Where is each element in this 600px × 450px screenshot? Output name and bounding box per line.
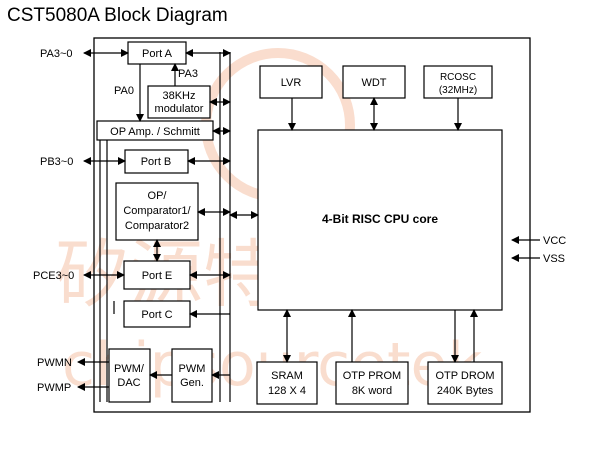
modulator-block [147, 85, 211, 119]
signal-pa0-label: PA0 [114, 85, 134, 97]
port-c-block [123, 300, 191, 328]
otp-drom-label-2: 240K Bytes [437, 385, 494, 397]
port-c-label: Port C [141, 309, 172, 321]
sram-block [256, 361, 318, 405]
pin-pb-label: PB3~0 [40, 156, 73, 168]
diagram-title: CST5080A Block Diagram [7, 5, 228, 26]
cpu-core-block [257, 129, 503, 311]
sram-label-1: SRAM [271, 370, 303, 382]
pwm-dac-block [108, 348, 151, 403]
lvr-block [259, 65, 323, 99]
pin-vcc-label: VCC [543, 235, 566, 247]
rcosc-label-2: (32MHz) [439, 85, 477, 96]
port-e-block [123, 260, 191, 290]
modulator-label-2: modulator [155, 103, 204, 115]
lvr-label: LVR [281, 77, 302, 89]
otp-drom-label-1: OTP DROM [435, 370, 494, 382]
modulator-label-1: 38KHz [162, 90, 195, 102]
port-e-label: Port E [142, 270, 173, 282]
pwm-dac-label-2: DAC [117, 377, 140, 389]
comparator-label-3: Comparator2 [125, 220, 189, 232]
rcosc-block [423, 65, 493, 99]
opamp-label: OP Amp. / Schmitt [110, 126, 200, 138]
wdt-label: WDT [361, 77, 386, 89]
pwm-gen-label-1: PWM [179, 363, 206, 375]
cpu-core-label: 4-Bit RISC CPU core [322, 212, 438, 226]
pin-pwmp-label: PWMP [37, 382, 71, 394]
chip-boundary [93, 37, 531, 413]
pwm-gen-block [171, 348, 213, 403]
pin-pwmn-label: PWMN [37, 357, 72, 369]
signal-pa3-label: PA3 [178, 68, 198, 80]
pwm-gen-label-2: Gen. [180, 377, 204, 389]
port-b-label: Port B [141, 156, 172, 168]
rcosc-label-1: RCOSC [440, 72, 476, 83]
comparator-block [115, 182, 199, 241]
sram-label-2: 128 X 4 [268, 385, 306, 397]
pwm-dac-label-1: PWM/ [114, 363, 145, 375]
otp-prom-block [335, 361, 409, 405]
pin-pa-label: PA3~0 [40, 48, 73, 60]
otp-prom-label-2: 8K word [352, 385, 392, 397]
comparator-label-1: OP/ [148, 190, 168, 202]
pin-vss-label: VSS [543, 253, 565, 265]
otp-drom-block [427, 361, 503, 405]
port-a-label: Port A [142, 48, 173, 60]
otp-prom-label-1: OTP PROM [343, 370, 401, 382]
comparator-label-2: Comparator1/ [123, 205, 191, 217]
pin-pce-label: PCE3~0 [33, 270, 74, 282]
